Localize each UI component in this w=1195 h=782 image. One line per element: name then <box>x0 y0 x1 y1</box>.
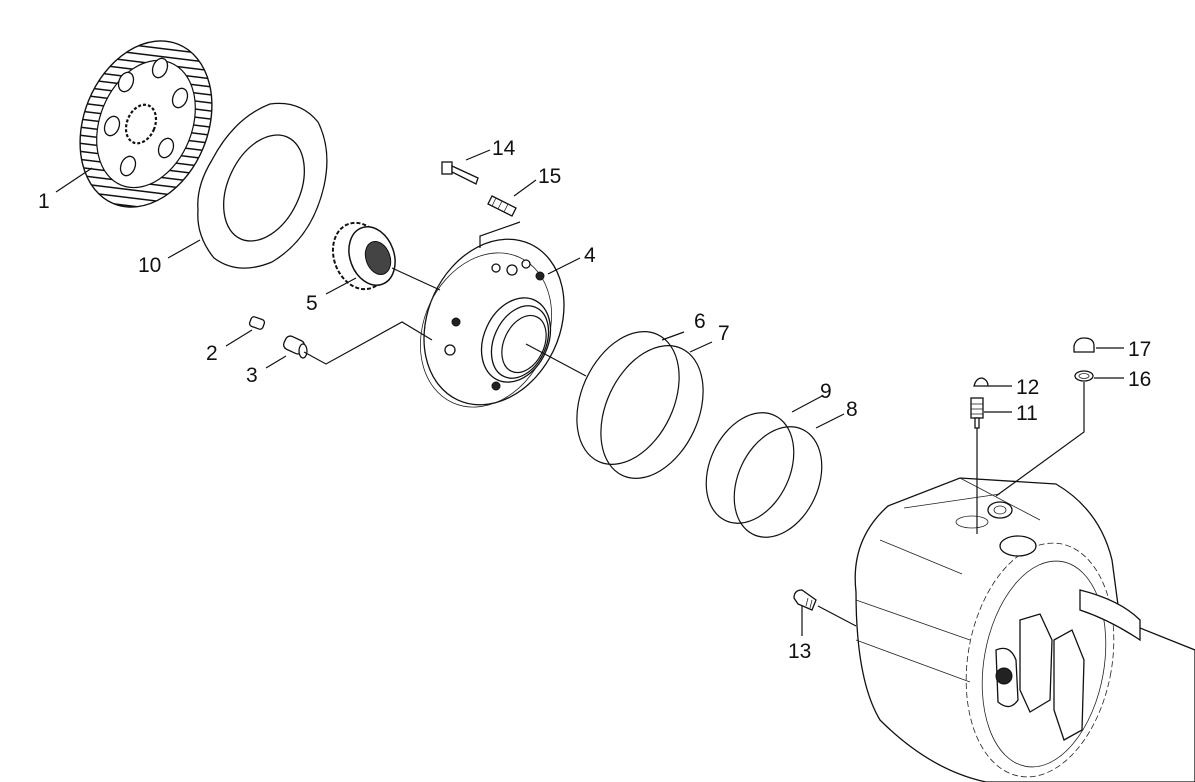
bushing-part-3 <box>282 335 308 359</box>
o-ring-part-9 <box>705 412 795 524</box>
callout-8: 8 <box>846 398 858 421</box>
o-ring-part-8 <box>733 426 823 538</box>
o-ring-part-6 <box>576 331 680 465</box>
carrier-hub-part-4 <box>420 238 565 408</box>
callout-15: 15 <box>538 165 561 188</box>
plug-part-13 <box>793 589 817 611</box>
callout-9: 9 <box>820 380 832 403</box>
gear-part-5 <box>331 221 396 291</box>
callout-5: 5 <box>306 292 318 315</box>
breather-part-11 <box>970 397 984 429</box>
callout-2: 2 <box>206 342 218 365</box>
callout-13: 13 <box>788 640 811 663</box>
callout-12: 12 <box>1016 376 1039 399</box>
callout-1: 1 <box>38 190 50 213</box>
washer-part-16 <box>1074 370 1094 382</box>
bolt-part-14 <box>441 161 479 185</box>
axle-housing <box>854 477 1195 782</box>
callout-3: 3 <box>246 364 258 387</box>
o-ring-part-7 <box>600 345 704 479</box>
callout-14: 14 <box>492 137 516 160</box>
separator-plate-part-10 <box>197 102 328 269</box>
cap-part-12 <box>973 377 989 387</box>
callout-4: 4 <box>584 244 596 267</box>
callout-17: 17 <box>1128 338 1151 361</box>
callout-11: 11 <box>1016 402 1038 425</box>
callout-16: 16 <box>1128 368 1151 391</box>
friction-disc-part-1 <box>79 40 213 208</box>
leader-lines <box>55 149 1124 636</box>
cap-part-17 <box>1073 337 1095 353</box>
callout-10: 10 <box>138 254 161 277</box>
callout-7: 7 <box>718 322 730 345</box>
pin-part-15 <box>487 195 517 217</box>
screw-part-2 <box>248 316 266 330</box>
callout-6: 6 <box>694 310 706 333</box>
callout-labels: 1 10 5 2 3 4 14 15 6 7 9 8 17 16 12 11 1… <box>38 137 1151 663</box>
